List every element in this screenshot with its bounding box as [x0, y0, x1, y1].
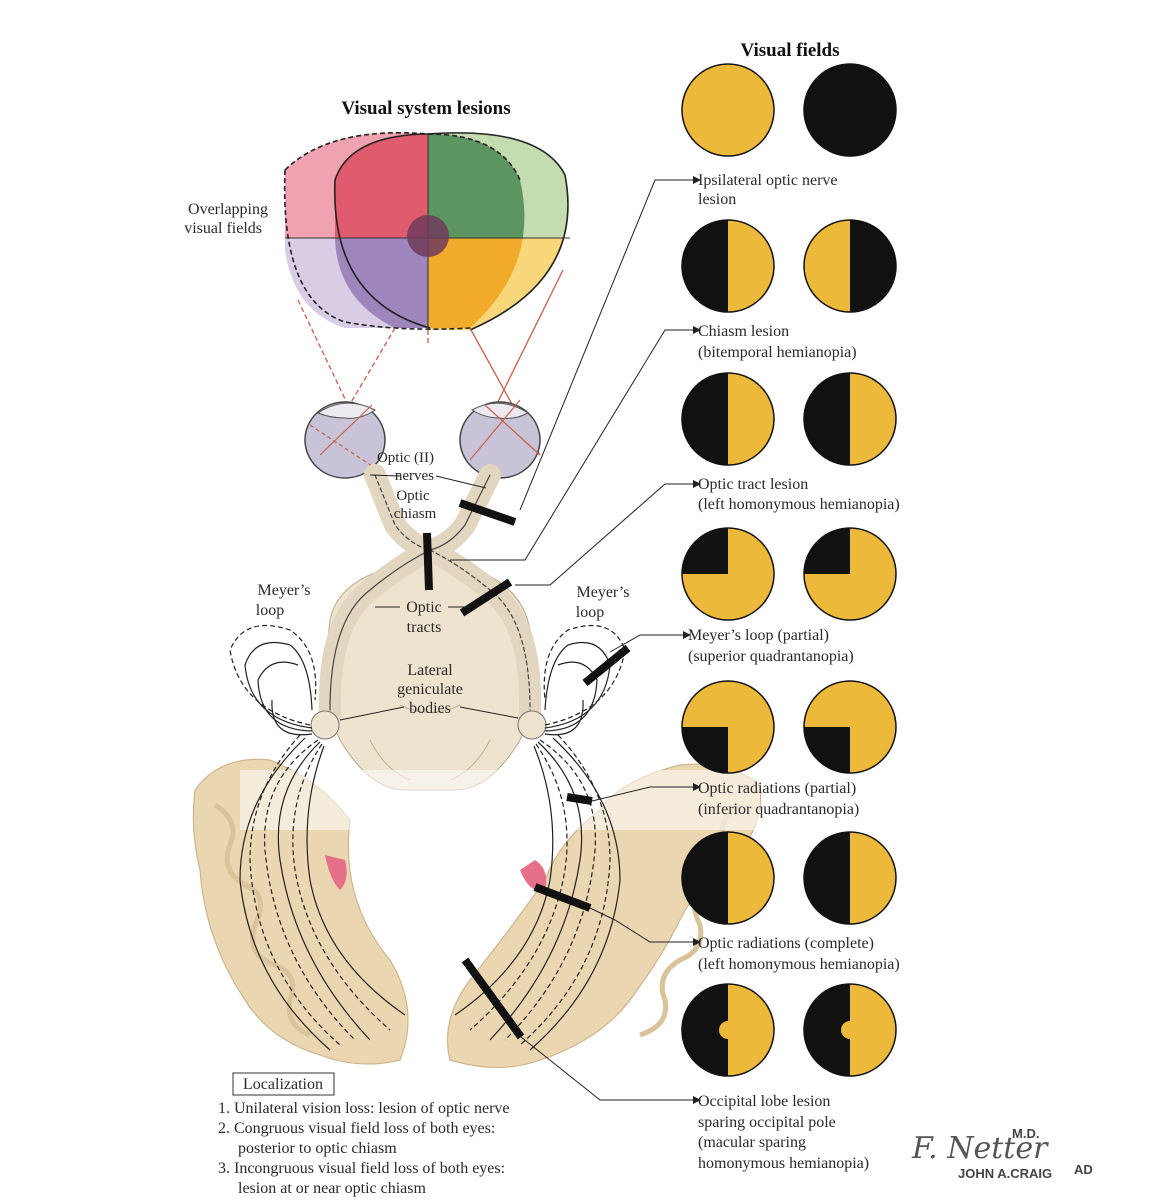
right-lgb [517, 710, 547, 740]
lesion-bar-occipital [461, 957, 525, 1040]
leader-arrowheads [683, 176, 701, 1104]
left-hemisphere [192, 758, 409, 1065]
meyers-loop-right-label-1: Meyer’s [576, 584, 629, 601]
localization-item-3b: lesion at or near optic chiasm [238, 1180, 426, 1197]
localization-item-2a: 2. Congruous visual field loss of both e… [218, 1120, 495, 1137]
leader-lines [450, 179, 693, 1101]
localization-title: Localization [243, 1076, 323, 1093]
right-eye [459, 399, 541, 479]
left-eye-field-1 [681, 63, 775, 157]
right-optic-radiations [454, 624, 626, 1051]
right-eye-field-1 [803, 63, 897, 157]
visual-fields-title: Visual fields [740, 40, 839, 61]
craig-signature: JOHN A.CRAIG [958, 1166, 1052, 1181]
left-eye [304, 401, 386, 479]
left-lgb [310, 710, 340, 740]
lesion-6-label-1: Optic radiations (complete) [698, 935, 874, 952]
right-eye-field-2 [803, 219, 897, 313]
lesion-bar-optic-nerve [458, 499, 517, 526]
lesion-6-label-2: (left homonymous hemianopia) [698, 956, 900, 973]
optic-nerves-label-1: Optic (II) [377, 450, 434, 466]
lesion-2-label-1: Chiasm lesion [698, 323, 789, 340]
lesion-1-label-1: Ipsilateral optic nerve [698, 172, 838, 189]
lgb-label-2: geniculate [397, 681, 463, 698]
localization-item-1: 1. Unilateral vision loss: lesion of opt… [218, 1100, 510, 1117]
left-eye-field-5 [681, 680, 775, 774]
optic-nerves-label-2: nerves [395, 468, 434, 484]
lesion-bars [423, 499, 631, 1040]
localization-legend: Localization 1. Unilateral vision loss: … [218, 1072, 510, 1197]
lesion-3-label-2: (left homonymous hemianopia) [698, 496, 900, 513]
lesion-1-label-2: lesion [698, 191, 736, 208]
lgb-label-3: bodies [409, 700, 451, 717]
left-eye-field-3 [681, 372, 775, 466]
lesion-7-label-2: sparing occipital pole [698, 1114, 836, 1131]
lesion-bar-optic-tract [459, 578, 513, 617]
meyers-loop-left-label-1: Meyer’s [257, 582, 310, 599]
meyers-loop-left-label-2: loop [256, 602, 284, 619]
overlap-label-1: Overlapping [188, 201, 268, 218]
craig-md: AD [1074, 1162, 1093, 1177]
optic-tracts-label-1: Optic [406, 599, 442, 616]
left-eye-field-2 [681, 219, 775, 313]
lesion-4-label-1: Meyer’s loop (partial) [688, 627, 829, 644]
lesion-bar-radiations-complete [533, 883, 592, 912]
optic-chiasm-label-1: Optic [396, 488, 430, 504]
left-eye-field-4 [681, 527, 775, 621]
lesion-7-label-4: homonymous hemianopia) [698, 1155, 869, 1172]
meyers-loop-right-label-2: loop [576, 604, 604, 621]
right-eye-field-6 [803, 831, 897, 925]
visual-field-circles [681, 63, 897, 1077]
lesion-5-label-2: (inferior quadrantanopia) [698, 801, 859, 818]
lesion-7-label-3: (macular sparing [698, 1134, 806, 1151]
optic-chiasm-label-2: chiasm [394, 506, 437, 522]
lesion-bar-meyers-loop [582, 644, 631, 687]
left-eye-field-6 [681, 831, 775, 925]
left-eye-field-7 [681, 983, 775, 1077]
lesion-2-label-2: (bitemporal hemianopia) [698, 344, 857, 361]
right-eye-field-3 [803, 372, 897, 466]
localization-item-2b: posterior to optic chiasm [238, 1140, 397, 1157]
left-optic-radiations [229, 624, 406, 1051]
lesion-5-label-1: Optic radiations (partial) [698, 780, 856, 797]
localization-item-3a: 3. Incongruous visual field loss of both… [218, 1160, 505, 1177]
lesion-7-label-1: Occipital lobe lesion [698, 1093, 830, 1110]
artist-signature: F. Netter M.D. JOHN A.CRAIG AD [911, 1126, 1093, 1181]
right-eye-field-5 [803, 680, 897, 774]
netter-signature: F. Netter [911, 1131, 1049, 1166]
main-title: Visual system lesions [341, 98, 510, 119]
lgb-label-1: Lateral [407, 662, 453, 679]
overlap-label-2: visual fields [184, 220, 262, 237]
lesion-4-label-2: (superior quadrantanopia) [688, 648, 854, 665]
lesion-bar-radiations-partial [566, 793, 593, 805]
right-eye-field-7 [803, 983, 897, 1077]
overlapping-visual-fields-diagram [283, 131, 570, 331]
netter-md: M.D. [1012, 1126, 1039, 1141]
right-eye-field-4 [803, 527, 897, 621]
lesion-3-label-1: Optic tract lesion [698, 476, 808, 493]
optic-tracts-label-2: tracts [407, 619, 442, 636]
lesion-bar-chiasm [423, 532, 433, 591]
